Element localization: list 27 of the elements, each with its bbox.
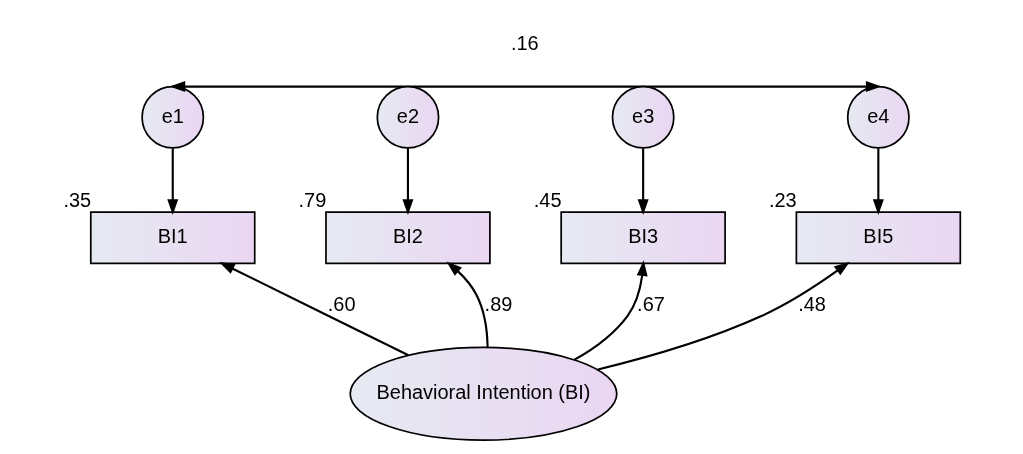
node-label: .79 <box>298 188 326 211</box>
edge-label: .67 <box>636 292 665 315</box>
edge-label: .48 <box>797 292 826 315</box>
node-box: BI1 <box>89 211 256 265</box>
edge-label: .89 <box>484 292 512 315</box>
node-circle: e4 <box>846 85 910 149</box>
arrow <box>218 261 409 357</box>
node-circle: e2 <box>375 85 439 149</box>
node-label: .35 <box>62 188 91 211</box>
node-circle: e1 <box>140 85 204 149</box>
arrow <box>597 261 850 371</box>
arrow <box>573 260 648 361</box>
arrow <box>166 148 178 215</box>
arrow <box>401 148 413 215</box>
node-label: .23 <box>768 188 797 211</box>
node-circle: e3 <box>611 85 675 149</box>
edge-label: .60 <box>327 292 356 315</box>
node-ellipse: Behavioral Intention (BI) <box>348 346 618 441</box>
arrow <box>872 148 884 215</box>
edge-label: .16 <box>510 31 539 54</box>
arrow <box>637 148 649 215</box>
node-box: BI3 <box>559 211 726 265</box>
node-label: .45 <box>533 188 561 211</box>
node-box: BI2 <box>324 211 491 265</box>
arrow <box>169 81 882 93</box>
node-box: BI5 <box>795 211 961 265</box>
arrow <box>445 261 489 348</box>
